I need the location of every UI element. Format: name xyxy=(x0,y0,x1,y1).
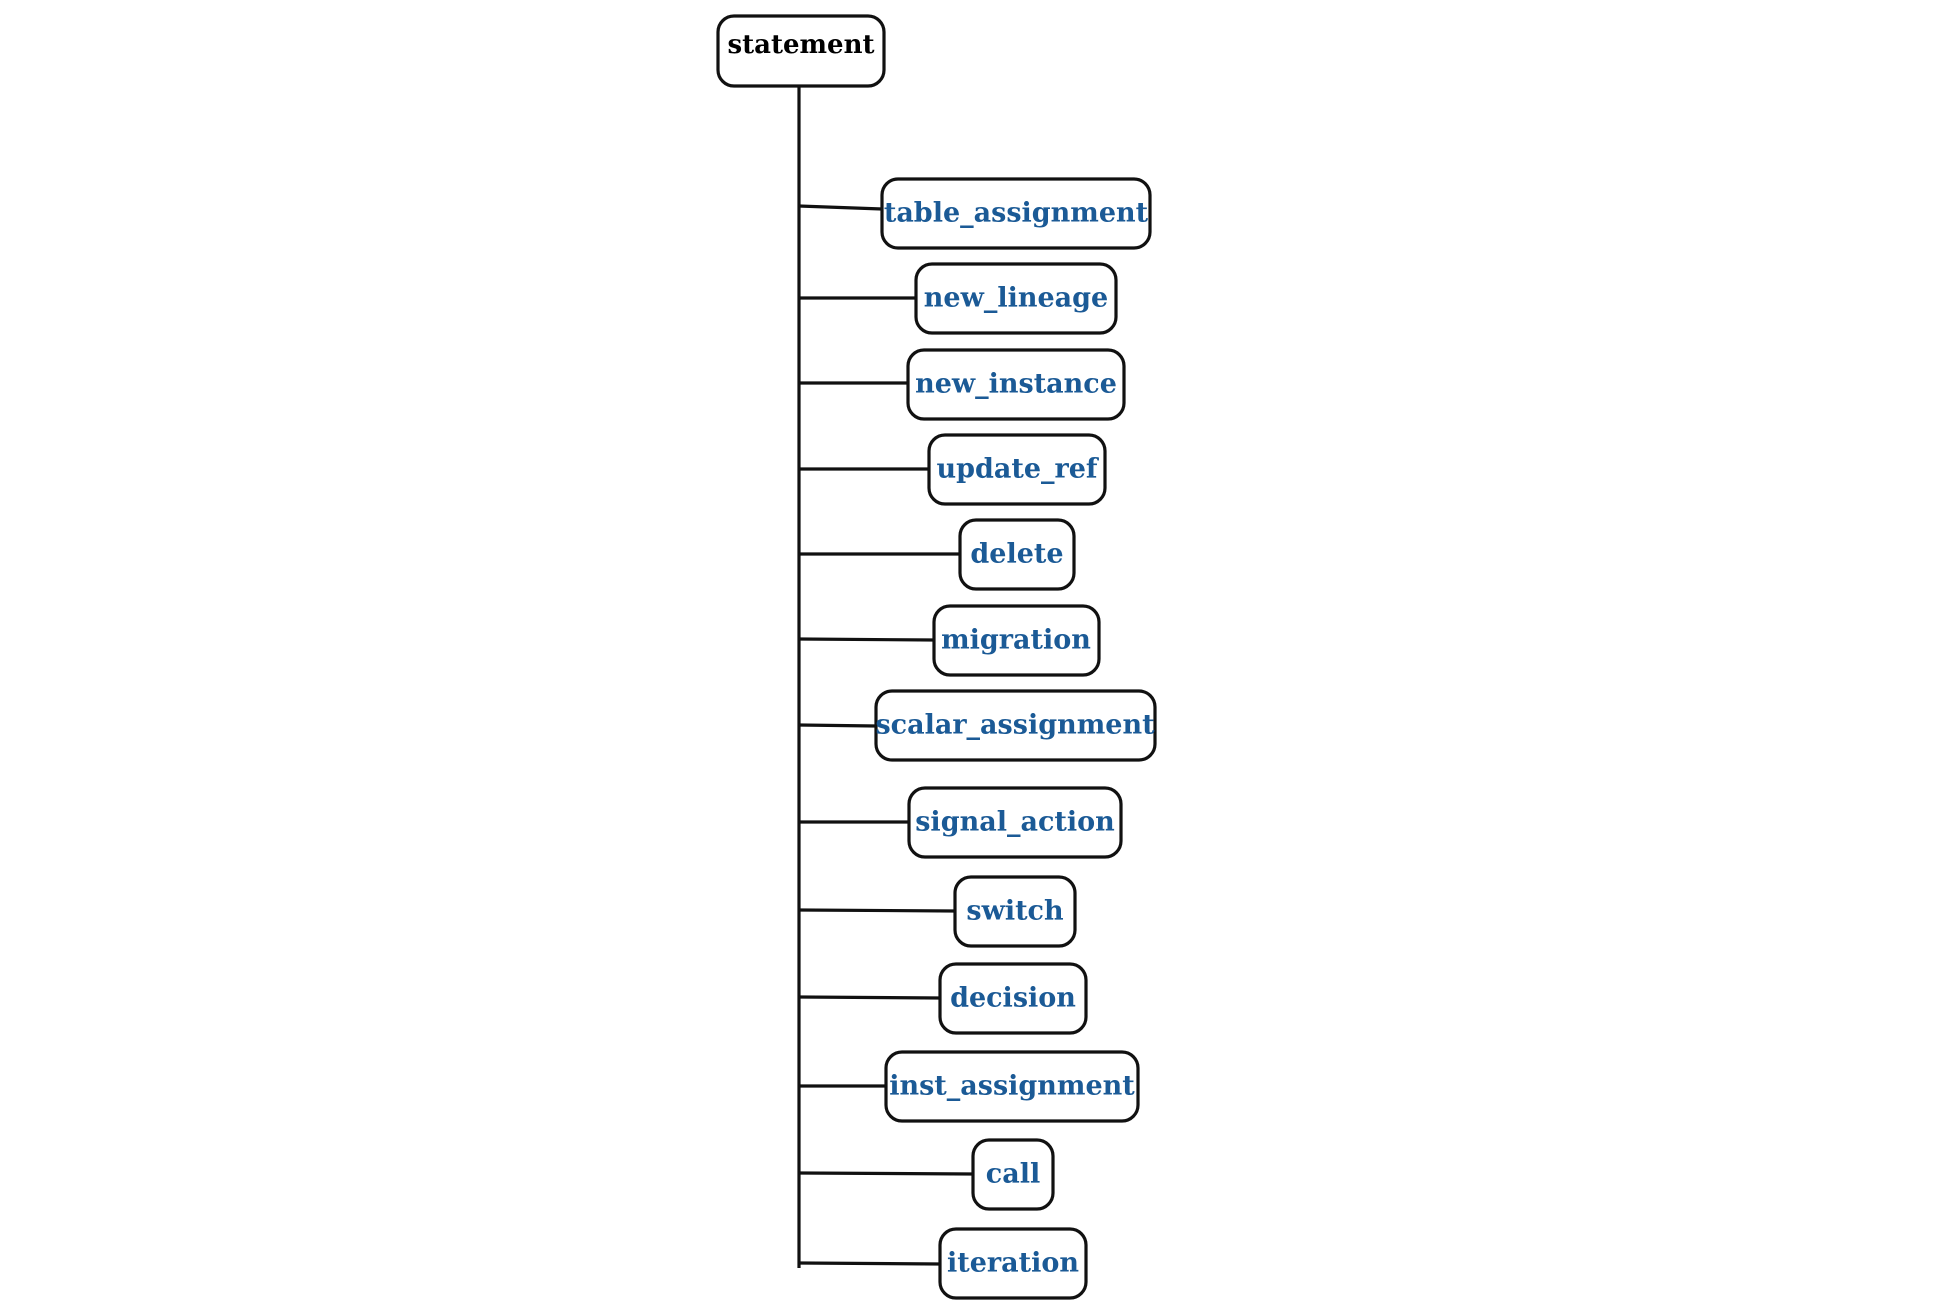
connector-decision xyxy=(798,995,941,1000)
child-box-inst-assignment xyxy=(884,1050,1140,1123)
child-label-inst-assignment: inst_assignment xyxy=(889,1071,1135,1102)
child-label-call: call xyxy=(986,1159,1040,1190)
child-node-iteration: iteration xyxy=(798,1227,1088,1300)
root-node: statement xyxy=(716,14,886,88)
child-node-decision: decision xyxy=(798,962,1088,1035)
child-node-delete: delete xyxy=(799,518,1076,591)
child-box-migration xyxy=(932,604,1101,677)
child-label-migration: migration xyxy=(941,625,1091,656)
child-box-decision xyxy=(938,962,1088,1035)
child-label-delete: delete xyxy=(970,539,1063,570)
child-label-new-lineage: new_lineage xyxy=(924,283,1108,314)
connector-table-assignment xyxy=(798,204,883,211)
child-box-switch xyxy=(953,875,1077,948)
child-node-signal-action: signal_action xyxy=(799,786,1123,859)
child-box-call xyxy=(971,1138,1055,1211)
child-box-table-assignment xyxy=(880,177,1152,250)
child-box-scalar-assignment xyxy=(874,689,1157,762)
child-node-new-instance: new_instance xyxy=(799,348,1126,421)
child-label-new-instance: new_instance xyxy=(915,369,1117,400)
child-node-new-lineage: new_lineage xyxy=(799,262,1118,335)
child-label-iteration: iteration xyxy=(947,1248,1079,1279)
connector-scalar-assignment xyxy=(798,723,877,728)
connector-switch xyxy=(798,908,956,913)
connector-iteration xyxy=(798,1261,941,1266)
child-box-new-instance xyxy=(906,348,1126,421)
connector-migration xyxy=(798,637,935,642)
child-box-update-ref xyxy=(927,433,1107,506)
child-label-update-ref: update_ref xyxy=(936,454,1099,485)
child-box-signal-action xyxy=(907,786,1123,859)
child-label-decision: decision xyxy=(950,983,1076,1014)
child-label-switch: switch xyxy=(966,896,1064,927)
child-node-switch: switch xyxy=(798,875,1077,948)
root-node-box xyxy=(716,14,886,88)
child-box-new-lineage xyxy=(914,262,1118,335)
child-node-inst-assignment: inst_assignment xyxy=(799,1050,1140,1123)
child-node-update-ref: update_ref xyxy=(799,433,1107,506)
child-node-table-assignment: table_assignment xyxy=(798,177,1152,250)
child-node-migration: migration xyxy=(798,604,1101,677)
child-label-table-assignment: table_assignment xyxy=(884,198,1149,229)
child-node-call: call xyxy=(798,1138,1055,1211)
root-node-label: statement xyxy=(727,30,874,60)
child-label-scalar-assignment: scalar_assignment xyxy=(875,710,1155,741)
connector-call xyxy=(798,1171,974,1176)
child-label-signal-action: signal_action xyxy=(915,807,1115,838)
child-box-iteration xyxy=(938,1227,1088,1300)
child-box-delete xyxy=(958,518,1076,591)
child-node-scalar-assignment: scalar_assignment xyxy=(798,689,1157,762)
